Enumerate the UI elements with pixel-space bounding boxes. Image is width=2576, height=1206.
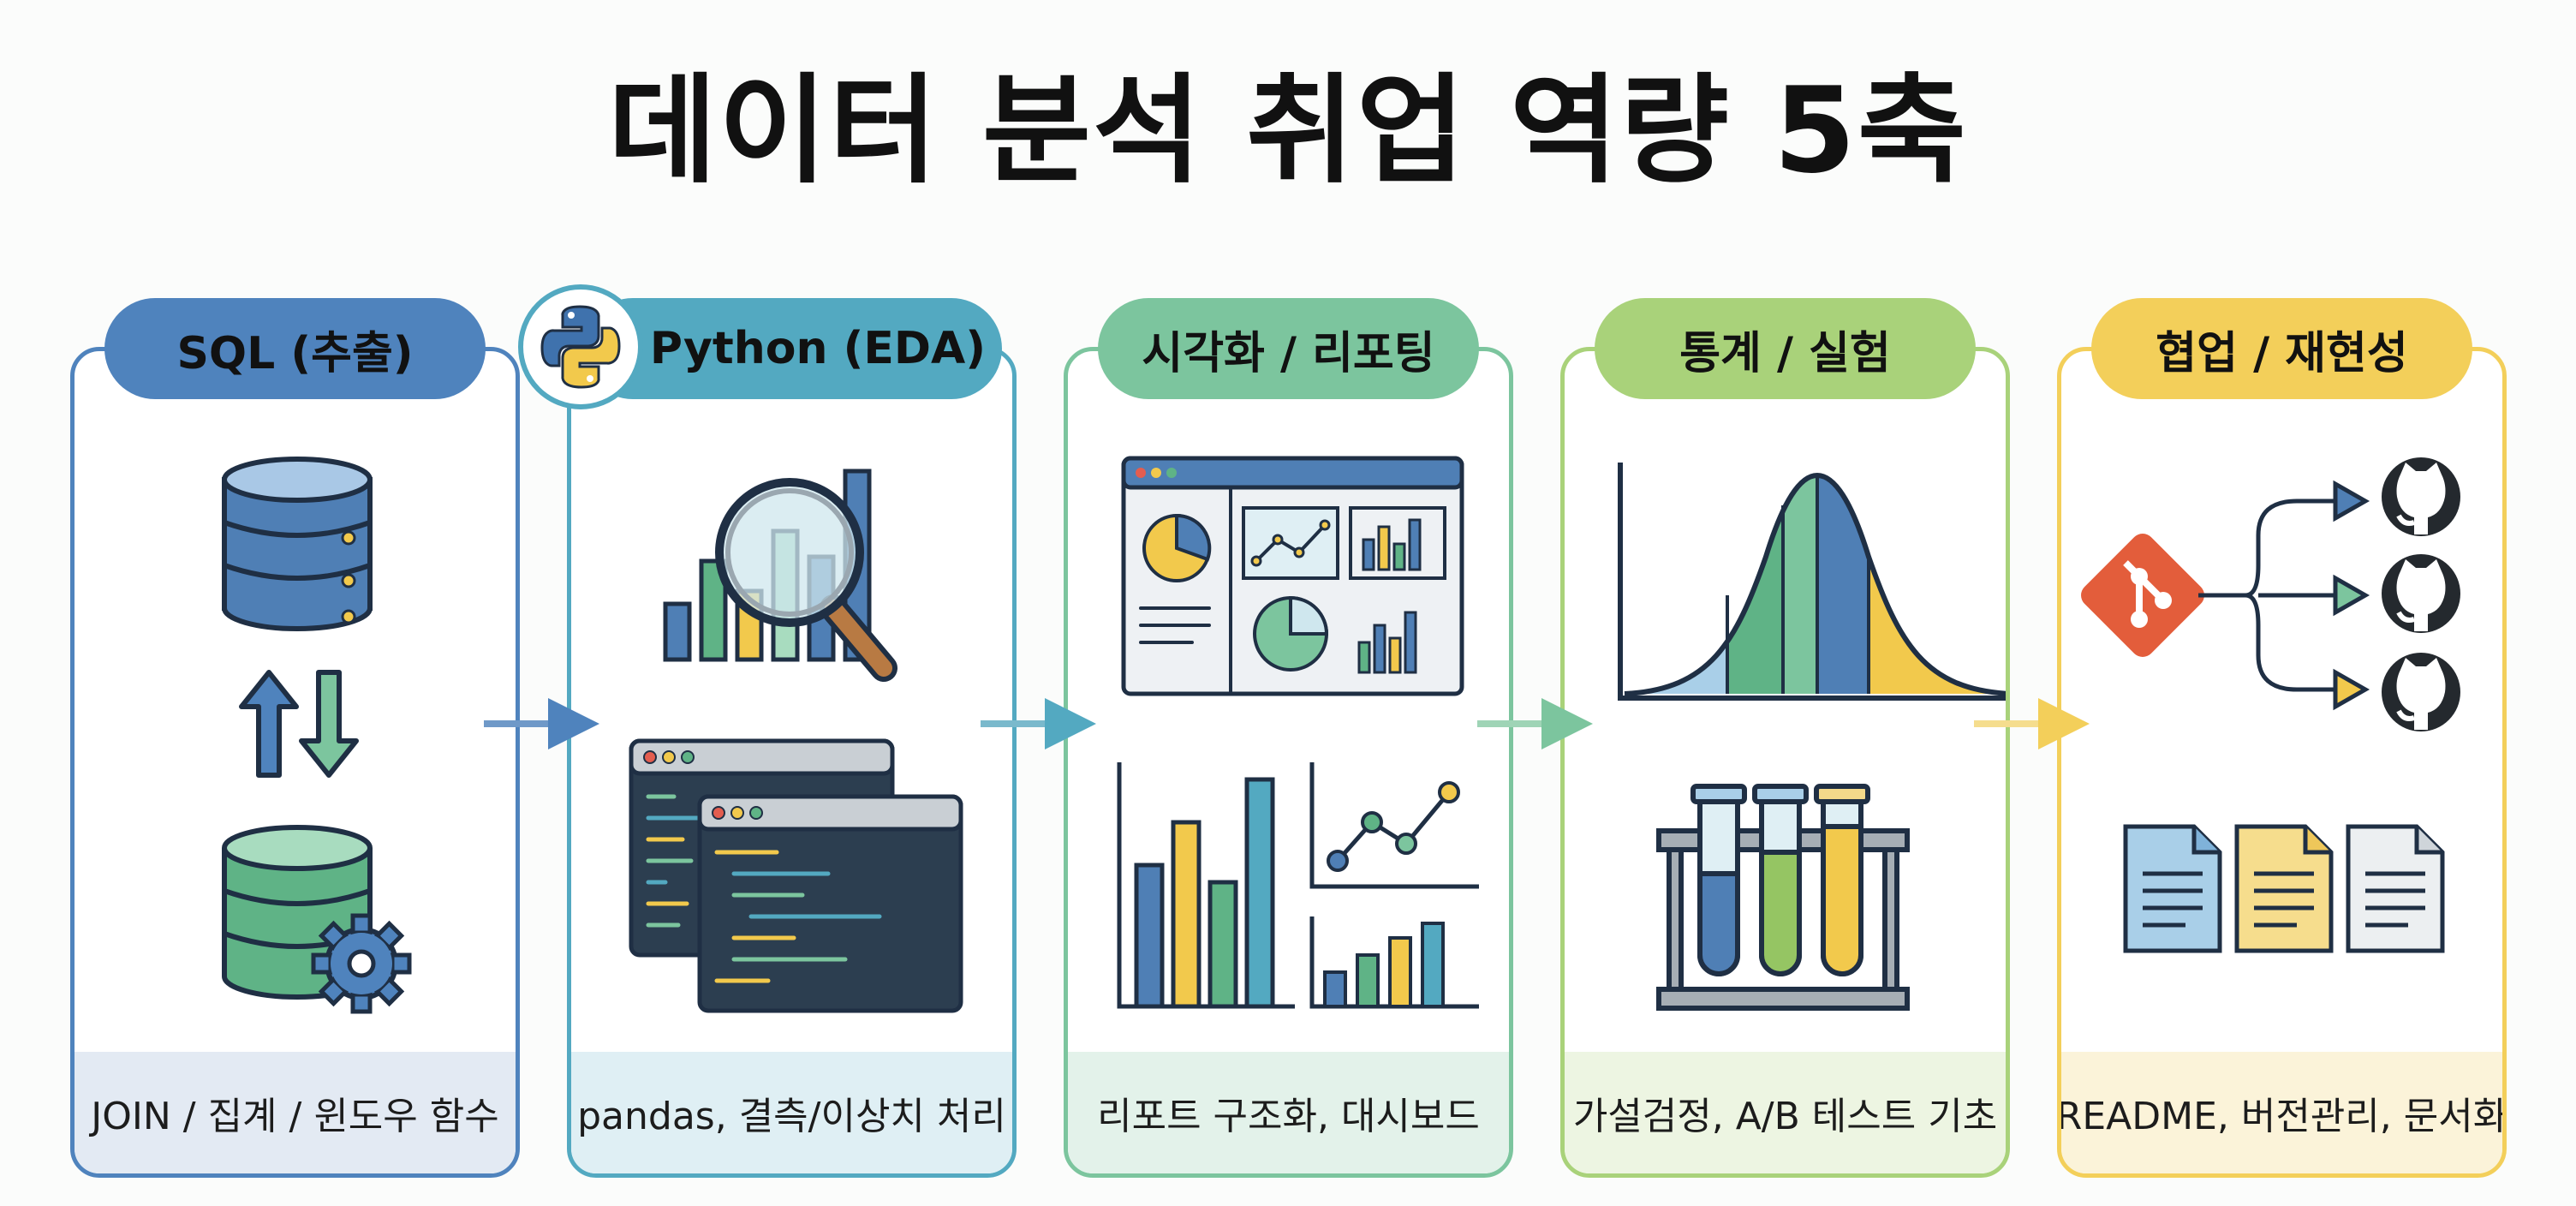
page-title: 데이터 분석 취업 역량 5축 [608, 62, 1968, 200]
axis-footer-statistics: 가설검정, A/B 테스트 기초 [1565, 1052, 2006, 1173]
axis-card-statistics: 가설검정, A/B 테스트 기초 [1560, 347, 2010, 1178]
bar-chart-icon [1117, 762, 1295, 1009]
line-chart-icon [1309, 762, 1479, 1009]
sync-arrows-icon [239, 670, 359, 778]
axis-footer-collaboration: README, 버전관리, 문서화 [2061, 1052, 2502, 1173]
axis-label-statistics: 통계 / 실험 [1595, 298, 1976, 399]
axis-card-sql: JOIN / 집계 / 윈도우 함수 [70, 347, 520, 1178]
flow-arrow-icon [1974, 698, 2090, 749]
axis-footer-python: pandas, 결측/이상치 처리 [571, 1052, 1012, 1173]
github-icon [2382, 457, 2460, 536]
branch-lines [2198, 480, 2370, 711]
axis-footer-visualization: 리포트 구조화, 대시보드 [1068, 1052, 1509, 1173]
code-editor-icon [629, 738, 963, 1013]
axis-label-collaboration: 협업 / 재현성 [2091, 298, 2472, 399]
axis-label-sql: SQL (추출) [104, 298, 486, 399]
axis-label-python: Python (EDA) [582, 298, 1002, 399]
git-logo-icon [2081, 534, 2204, 657]
python-logo-icon [518, 284, 643, 409]
axis-card-visualization: 리포트 구조화, 대시보드 [1064, 347, 1513, 1178]
magnifier-bar-chart-icon [663, 469, 897, 682]
dashboard-icon [1121, 456, 1464, 696]
normal-distribution-icon [1618, 463, 2006, 701]
github-icon [2382, 653, 2460, 731]
axis-card-collaboration: README, 버전관리, 문서화 [2057, 347, 2507, 1178]
axis-footer-sql: JOIN / 집계 / 윈도우 함수 [75, 1052, 516, 1173]
document-icon [2346, 824, 2445, 953]
flow-arrow-icon [484, 698, 599, 749]
database-gear-icon [222, 825, 412, 1014]
database-icon [222, 457, 373, 631]
axis-card-python: pandas, 결측/이상치 처리 [567, 347, 1017, 1178]
github-icon [2382, 554, 2460, 633]
document-icon [2234, 824, 2334, 953]
document-icon [2123, 824, 2222, 953]
test-tubes-icon [1656, 784, 1910, 1011]
axis-label-visualization: 시각화 / 리포팅 [1098, 298, 1479, 399]
flow-arrow-icon [981, 698, 1096, 749]
flow-arrow-icon [1477, 698, 1593, 749]
